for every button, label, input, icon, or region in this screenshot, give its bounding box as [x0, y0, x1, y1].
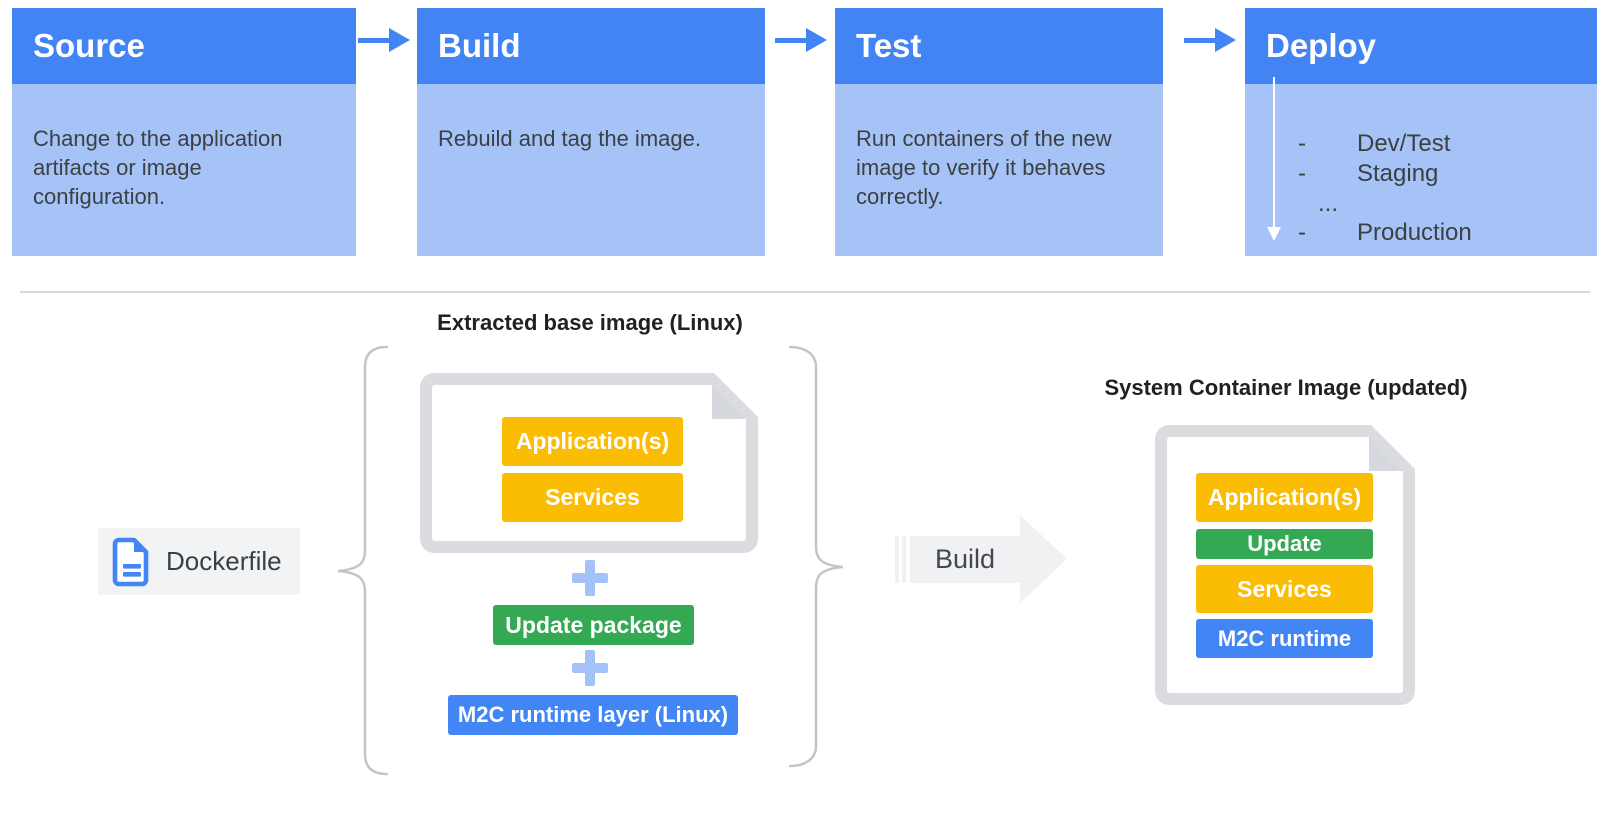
build-arrow-icon: Build	[910, 536, 1020, 583]
stage-build: Build Rebuild and tag the image.	[417, 8, 765, 256]
folded-corner-icon	[712, 385, 746, 419]
folded-corner-icon	[1369, 437, 1403, 471]
stage-build-header: Build	[417, 8, 765, 84]
stage-deploy-body	[1245, 84, 1597, 256]
stage-source: Source Change to the application artifac…	[12, 8, 356, 256]
stage-test: Test Run containers of the new image to …	[835, 8, 1163, 256]
stage-build-body: Rebuild and tag the image.	[417, 84, 765, 256]
update-package-box: Update package	[493, 605, 694, 645]
plus-icon	[572, 560, 608, 596]
flow-arrow-icon	[775, 28, 829, 52]
stage-test-header: Test	[835, 8, 1163, 84]
deploy-target-label: Production	[1357, 219, 1472, 246]
flow-arrow-head	[1215, 28, 1236, 52]
plus-icon	[572, 650, 608, 686]
brace-left-icon	[337, 345, 389, 776]
flow-arrow-icon	[358, 28, 412, 52]
stage-build-title: Build	[438, 27, 521, 64]
list-dash: -	[1298, 219, 1306, 246]
section-divider	[20, 291, 1590, 293]
system-container-image-document: Application(s) Update Services M2C runti…	[1155, 425, 1415, 705]
extracted-base-image-document: Application(s) Services	[420, 373, 758, 553]
flow-arrow-shaft	[358, 38, 391, 43]
deploy-target-label: Staging	[1357, 160, 1439, 187]
stage-build-description: Rebuild and tag the image.	[438, 126, 701, 151]
system-container-image-title: System Container Image (updated)	[1104, 375, 1468, 400]
build-arrow-stripe	[902, 536, 906, 583]
layer-services: Services	[502, 473, 683, 522]
stage-test-body: Run containers of the new image to verif…	[835, 84, 1163, 256]
plus-vertical-bar	[585, 650, 595, 686]
layer-applications: Application(s)	[502, 417, 683, 466]
build-arrow-stripe	[895, 536, 899, 583]
build-arrow-label: Build	[934, 544, 996, 574]
deploy-target-production: - Production	[1298, 219, 1472, 247]
flow-arrow-icon	[1184, 28, 1238, 52]
deploy-sequence-arrow-head	[1267, 227, 1281, 241]
stage-source-description: Change to the application artifacts or i…	[33, 126, 283, 209]
flow-arrow-shaft	[775, 38, 808, 43]
flow-arrow-head	[389, 28, 410, 52]
deploy-target-ellipsis: ...	[1318, 190, 1338, 218]
deploy-target-dev-test: - Dev/Test	[1298, 130, 1450, 158]
brace-right-icon	[788, 345, 844, 768]
plus-vertical-bar	[585, 560, 595, 596]
stage-deploy: Deploy - Dev/Test - Staging ... - Productio…	[1245, 8, 1597, 256]
stage-deploy-header: Deploy	[1245, 8, 1597, 84]
stage-source-header: Source	[12, 8, 356, 84]
dockerfile-document-icon	[112, 537, 149, 586]
deploy-target-label: ...	[1318, 190, 1339, 217]
flow-arrow-head	[806, 28, 827, 52]
flow-arrow-shaft	[1184, 38, 1217, 43]
extracted-base-image-title: Extracted base image (Linux)	[437, 310, 743, 335]
deploy-target-staging: - Staging	[1298, 160, 1438, 188]
stage-test-title: Test	[856, 27, 922, 64]
m2c-runtime-layer-box: M2C runtime layer (Linux)	[448, 695, 738, 735]
deploy-sequence-arrow-icon	[1273, 77, 1275, 229]
build-arrow-head	[1020, 515, 1067, 603]
deploy-target-label: Dev/Test	[1357, 130, 1451, 157]
stage-source-body: Change to the application artifacts or i…	[12, 84, 356, 256]
list-dash: -	[1298, 160, 1306, 187]
result-layer-services: Services	[1196, 565, 1373, 613]
stage-source-title: Source	[33, 27, 145, 64]
result-layer-m2c-runtime: M2C runtime	[1196, 619, 1373, 658]
result-layer-applications: Application(s)	[1196, 473, 1373, 522]
dockerfile-label: Dockerfile	[166, 546, 282, 576]
dockerfile-chip: Dockerfile	[98, 528, 300, 595]
result-layer-update: Update	[1196, 529, 1373, 559]
stage-deploy-title: Deploy	[1266, 27, 1377, 64]
stage-test-description: Run containers of the new image to verif…	[856, 126, 1112, 209]
list-dash: -	[1298, 130, 1306, 157]
